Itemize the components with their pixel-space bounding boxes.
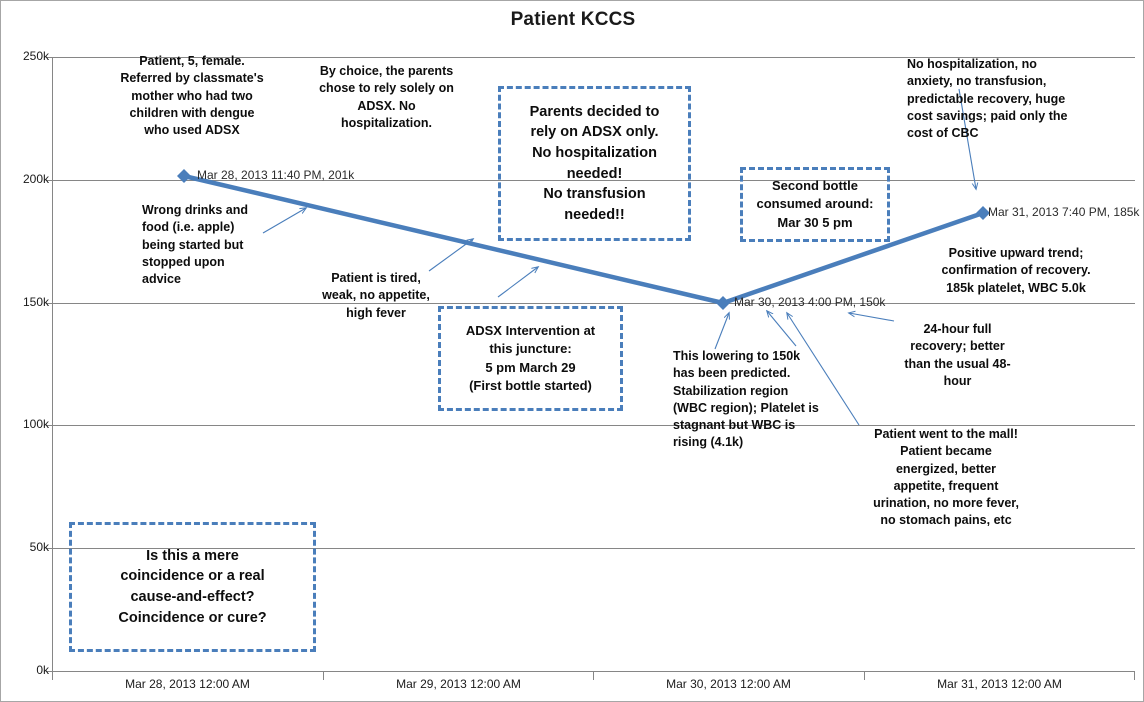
point-label-0: Mar 28, 2013 11:40 PM, 201k xyxy=(197,168,355,182)
callout-second-bottle: Second bottle consumed around: Mar 30 5 … xyxy=(740,167,890,242)
annotation-no-hospitalization-outcome: No hospitalization, no anxiety, no trans… xyxy=(907,57,1068,140)
gridline-100k: 100k xyxy=(23,417,1135,431)
callout-second-bottle-text: Second bottle consumed around: Mar 30 5 … xyxy=(756,177,874,230)
ytick-label-250k: 250k xyxy=(22,49,49,63)
callout-adsx-intervention: ADSX Intervention at this juncture: 5 pm… xyxy=(438,306,623,411)
ytick-mark-150k xyxy=(47,302,52,304)
point-label-2: Mar 31, 2013 7:40 PM, 185k xyxy=(988,205,1140,219)
gridline-150k: 150k xyxy=(23,295,1135,309)
annotation-patient-profile: Patient, 5, female. Referred by classmat… xyxy=(120,54,264,137)
annotation-lowering-predicted: This lowering to 150k has been predicted… xyxy=(673,349,819,450)
xtick-mark-4 xyxy=(1134,671,1135,680)
y-axis-line xyxy=(52,57,53,672)
xtick-label-mar28: Mar 28, 2013 12:00 AM xyxy=(125,677,250,691)
ytick-label-150k: 150k xyxy=(22,294,49,309)
xtick-mark-0 xyxy=(52,671,53,680)
annotation-24-hour-recovery: 24-hour full recovery; better than the u… xyxy=(904,322,1011,388)
point-label-1: Mar 30, 2013 4:00 PM, 150k xyxy=(734,295,886,309)
annotation-parents-choice: By choice, the parents chose to rely sol… xyxy=(319,64,454,130)
chart-title: Patient KCCS xyxy=(510,9,636,30)
callout-adsx-intervention-text: ADSX Intervention at this juncture: 5 pm… xyxy=(465,322,596,393)
ytick-mark-200k xyxy=(47,179,52,181)
x-axis-ticks xyxy=(52,671,1135,683)
annotation-patient-tired: Patient is tired, weak, no appetite, hig… xyxy=(322,271,430,320)
ytick-mark-50k xyxy=(47,548,52,550)
annotation-positive-trend: Positive upward trend; confirmation of r… xyxy=(941,246,1091,295)
callout-coincidence-or-cure-text: Is this a mere coincidence or a real cau… xyxy=(118,547,267,626)
ytick-label-100k: 100k xyxy=(22,417,49,432)
annotation-mall-trip: Patient went to the mall! Patient became… xyxy=(873,427,1019,528)
ytick-label-200k: 200k xyxy=(22,171,49,186)
ytick-label-50k: 50k xyxy=(29,540,49,555)
ytick-mark-250k xyxy=(47,57,52,58)
xtick-mark-3 xyxy=(864,671,865,680)
callout-parents-decided-text: Parents decided to rely on ADSX only. No… xyxy=(529,103,660,223)
xtick-mark-2 xyxy=(593,671,594,680)
xtick-label-mar29: Mar 29, 2013 12:00 AM xyxy=(396,677,521,691)
xtick-label-mar30: Mar 30, 2013 12:00 AM xyxy=(666,677,791,691)
ytick-mark-100k xyxy=(47,425,52,427)
ytick-label-0k: 0k xyxy=(36,663,49,677)
callout-parents-decided: Parents decided to rely on ADSX only. No… xyxy=(498,86,691,241)
xtick-label-mar31: Mar 31, 2013 12:00 AM xyxy=(937,677,1062,691)
callout-coincidence-or-cure: Is this a mere coincidence or a real cau… xyxy=(69,522,316,652)
gridline-50k: 50k xyxy=(30,540,1135,554)
ytick-mark-0k xyxy=(47,671,52,672)
annotation-wrong-food: Wrong drinks and food (i.e. apple) being… xyxy=(142,203,249,286)
gridline-250k: 250k xyxy=(23,49,1135,63)
xtick-mark-1 xyxy=(323,671,324,680)
